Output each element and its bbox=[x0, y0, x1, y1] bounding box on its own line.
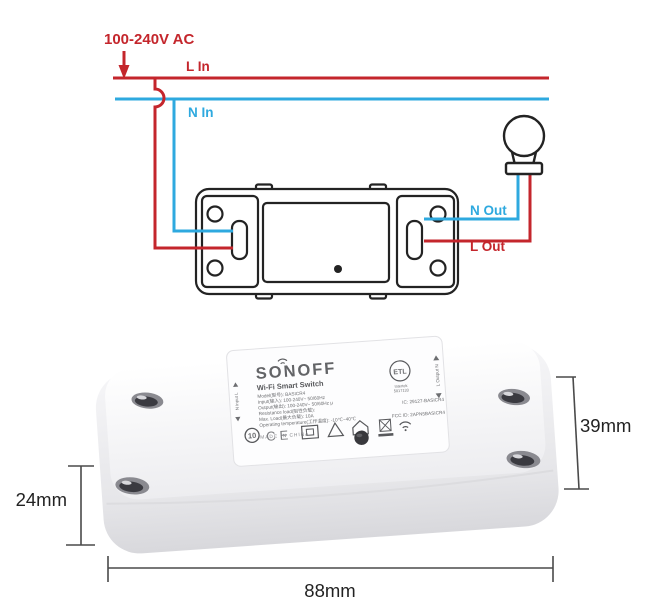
height-value: 39mm bbox=[580, 415, 631, 436]
made-in-label: MADE IN CHINA bbox=[260, 431, 310, 440]
indoor-use-icon bbox=[352, 420, 369, 436]
terminal-screw-icon bbox=[429, 259, 447, 277]
spec-model: Model(型号): BASICR4 bbox=[257, 390, 306, 400]
warning-triangle-icon bbox=[327, 421, 345, 438]
product-label: SONOFF Wi-Fi Smart Switch Model(型号): BAS… bbox=[226, 335, 450, 467]
terminal-screw-icon bbox=[206, 205, 224, 223]
bulb-base bbox=[504, 161, 544, 176]
label-sticker bbox=[226, 335, 450, 467]
svg-text:10: 10 bbox=[248, 431, 257, 441]
wifi-antenna-icon bbox=[277, 358, 288, 362]
etl-mark-text: ETL bbox=[393, 368, 407, 376]
arrow-down-icon bbox=[235, 416, 241, 422]
width-value: 88mm bbox=[304, 580, 355, 600]
brand-logo-text: SONOFF bbox=[255, 359, 337, 383]
n-out-label: N Out bbox=[470, 203, 507, 218]
smart-switch-outline bbox=[194, 183, 460, 300]
ce-mark: CE bbox=[266, 427, 293, 444]
etl-mark-icon: ETL Intertek 5017133 bbox=[389, 360, 411, 393]
screw-hole bbox=[498, 388, 530, 406]
l-out-wire bbox=[424, 173, 532, 243]
terminal-screw-icon bbox=[206, 259, 224, 277]
double-insulation-icon bbox=[300, 424, 320, 440]
live-wire-drop bbox=[153, 78, 233, 250]
spec-input: Input(输入): 100-240V~ 50/60Hz bbox=[258, 394, 326, 406]
supply-arrowhead-icon bbox=[118, 65, 130, 79]
output-edge-label: L Output N bbox=[433, 355, 442, 399]
supply-voltage-label: 100-240V AC bbox=[104, 31, 194, 48]
screw-hole bbox=[506, 450, 541, 469]
wifi-antenna-icon bbox=[280, 362, 285, 365]
screw-hole bbox=[115, 477, 150, 495]
ic-id: IC: 29127-BASICR4 bbox=[402, 397, 445, 405]
product-body: SONOFF Wi-Fi Smart Switch Model(型号): BAS… bbox=[95, 335, 559, 554]
n-out-wire bbox=[424, 173, 520, 221]
arrow-down-icon bbox=[435, 393, 442, 399]
depth-value: 24mm bbox=[16, 489, 67, 510]
dimension-height: 39mm bbox=[556, 376, 631, 490]
n-in-label: N In bbox=[188, 105, 214, 120]
arrow-up-icon bbox=[233, 382, 239, 387]
dimension-width: 88mm bbox=[107, 556, 554, 600]
dimension-depth: 24mm bbox=[16, 465, 95, 546]
certification-icons: 10 CE bbox=[244, 418, 412, 444]
status-led-dot bbox=[334, 265, 342, 273]
weee-bin-icon bbox=[378, 418, 394, 437]
wifi-icon bbox=[399, 421, 412, 432]
power-button bbox=[354, 430, 369, 445]
spec-max-load: Max. Load(最大负载): 10A bbox=[259, 412, 315, 423]
terminal-slot bbox=[230, 219, 249, 261]
switch-cover-panel bbox=[261, 201, 391, 284]
terminal-slot bbox=[405, 219, 424, 261]
input-edge-label: N Input L bbox=[233, 382, 241, 422]
l-in-label: L In bbox=[186, 59, 210, 74]
rohs-icon: 10 bbox=[244, 427, 260, 444]
l-out-label: L Out bbox=[470, 239, 506, 254]
svg-text:L Output N: L Output N bbox=[434, 364, 441, 386]
etl-company: Intertek bbox=[394, 383, 407, 389]
etl-number: 5017133 bbox=[394, 387, 409, 393]
case-seam bbox=[106, 469, 554, 505]
arrow-up-icon bbox=[433, 355, 440, 361]
svg-text:N Input L: N Input L bbox=[234, 392, 240, 411]
screw-hole bbox=[131, 392, 164, 409]
spec-load-type: Resistance load(阻性负载): bbox=[258, 406, 315, 417]
bulb-glass bbox=[502, 114, 546, 158]
wiring-diagram: 100-240V AC L In N In bbox=[104, 31, 549, 300]
light-bulb-icon bbox=[502, 114, 546, 176]
product-photo: SONOFF Wi-Fi Smart Switch Model(型号): BAS… bbox=[16, 335, 631, 600]
neutral-wire-drop bbox=[172, 99, 233, 233]
fcc-id: FCC ID: 2APN5BASICR4 bbox=[392, 410, 446, 419]
brand-logo: SONOFF bbox=[255, 358, 337, 383]
